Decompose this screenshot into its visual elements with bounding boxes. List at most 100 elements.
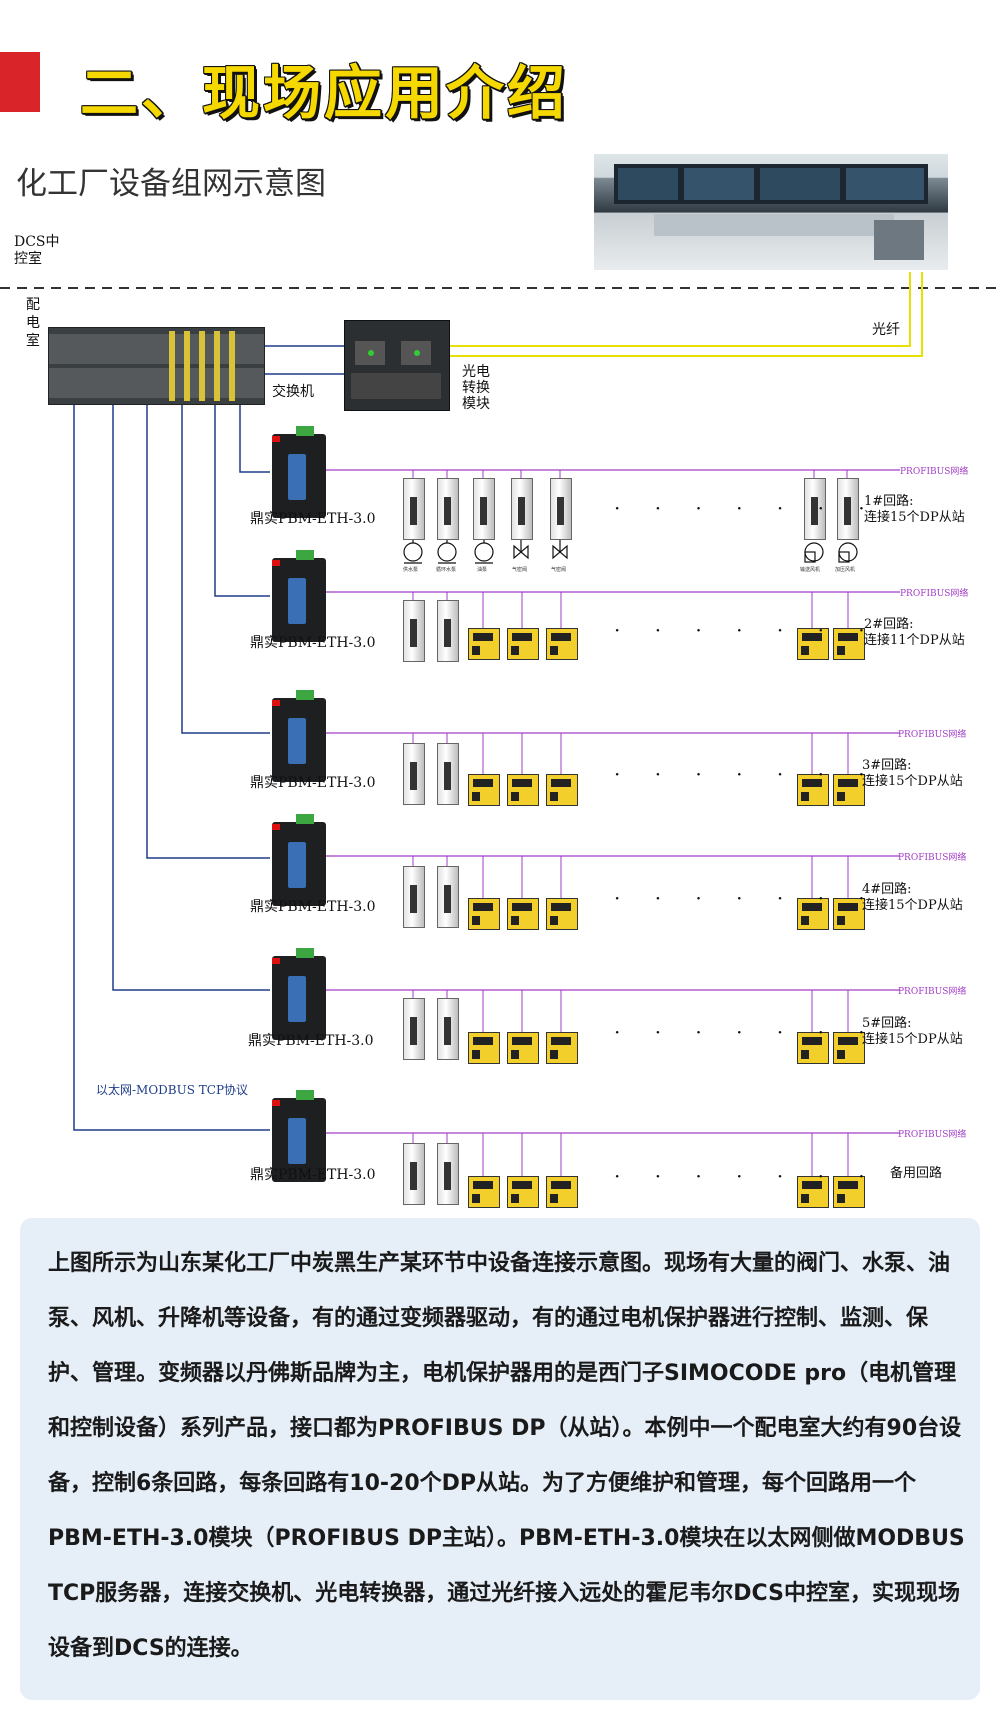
control-room-illustration [614, 164, 928, 260]
device-label: 输送风机 [800, 567, 821, 573]
motor-protector [797, 774, 829, 806]
profibus-label: PROFIBUS网络 [898, 853, 967, 863]
vfd-drive [437, 1143, 459, 1205]
page-title: 二、现场应用介绍 [80, 59, 569, 127]
loop-label: 2#回路: 连接11个DP从站 [864, 617, 965, 648]
motor-protector [468, 628, 500, 660]
gateway-module [272, 948, 326, 1040]
vfd-drive [437, 866, 459, 928]
motor-protector [833, 1032, 865, 1064]
loop-label: 4#回路: 连接15个DP从站 [862, 882, 963, 913]
motor-protector [507, 1176, 539, 1208]
device-label: 循环水泵 [436, 567, 457, 573]
vfd-drive [403, 478, 425, 540]
eth-line-6 [73, 403, 270, 1131]
loop-label: 备用回路 [890, 1166, 943, 1181]
vfd-drive [437, 600, 459, 662]
motor-protector [507, 1032, 539, 1064]
eth-line-4 [146, 403, 270, 859]
profibus-label: PROFIBUS网络 [898, 1130, 967, 1140]
profibus-label: PROFIBUS网络 [898, 987, 967, 997]
device-label: 气密阀 [551, 567, 567, 573]
ellipsis: · · · · · · · [614, 618, 879, 642]
profibus-buses [324, 469, 900, 1134]
loop-label: 1#回路: 连接15个DP从站 [864, 494, 965, 525]
vfd-drive [403, 866, 425, 928]
gateway-label: 鼎实PBM-ETH-3.0 [248, 1033, 374, 1049]
vfd-drive [403, 600, 425, 662]
loop1-field-device-symbols [403, 540, 858, 564]
fiber-label: 光纤 [872, 322, 900, 338]
vfd-drive [403, 998, 425, 1060]
ellipsis: · · · · · · · [614, 886, 879, 910]
description-text: 上图所示为山东某化工厂中炭黑生产某环节中设备连接示意图。现场有大量的阀门、水泵、… [48, 1251, 965, 1661]
motor-protector [833, 774, 865, 806]
loop-label: 3#回路: 连接15个DP从站 [862, 758, 963, 789]
gateway-module [272, 814, 326, 906]
gateway-module [272, 690, 326, 782]
cable-bundle [199, 331, 205, 401]
profibus-label: PROFIBUS网络 [900, 467, 969, 477]
heading-accent-bar [0, 52, 40, 112]
vfd-drive [511, 478, 533, 540]
motor-protector [797, 1032, 829, 1064]
cable-bundle [169, 331, 175, 401]
profibus-label: PROFIBUS网络 [900, 589, 969, 599]
eth-line-1 [239, 403, 270, 473]
optical-module-label: 光电 转换 模块 [462, 364, 490, 412]
cable-bundle [184, 331, 190, 401]
switch-unit-top [49, 334, 264, 364]
ellipsis: · · · · · · · [614, 1164, 879, 1188]
motor-protector [546, 628, 578, 660]
motor-protector [546, 774, 578, 806]
eth-line-3 [181, 403, 270, 734]
motor-protector [468, 898, 500, 930]
fiber-line-2 [449, 272, 923, 357]
vfd-drive [403, 1143, 425, 1205]
control-room-label: DCS中 控室 [14, 234, 60, 267]
motor-protector [468, 1176, 500, 1208]
motor-protector [507, 774, 539, 806]
distribution-room-label: 配 电 室 [26, 297, 40, 349]
motor-protector [546, 898, 578, 930]
cable-bundle [214, 331, 220, 401]
motor-protector [507, 628, 539, 660]
vfd-drive [437, 743, 459, 805]
motor-protector [833, 628, 865, 660]
profibus-label: PROFIBUS网络 [898, 730, 967, 740]
vfd-drive [437, 478, 459, 540]
motor-protector [797, 898, 829, 930]
network-switch-cabinet [48, 327, 265, 405]
gateway-label: 鼎实PBM-ETH-3.0 [250, 1167, 376, 1183]
device-label: 供水泵 [403, 567, 419, 573]
gateway-label: 鼎实PBM-ETH-3.0 [250, 899, 376, 915]
vfd-drive [837, 478, 859, 540]
eth-line-2 [214, 403, 270, 597]
cable-bundle [229, 331, 235, 401]
device-label: 气密阀 [512, 567, 528, 573]
motor-protector [507, 898, 539, 930]
description-panel [20, 1218, 980, 1700]
vfd-drive [804, 478, 826, 540]
motor-protector [546, 1032, 578, 1064]
ellipsis: · · · · · · · [614, 762, 879, 786]
motor-protector [833, 898, 865, 930]
gateway-module [272, 1090, 326, 1182]
gateway-module [272, 550, 326, 642]
switch-unit-bottom [49, 368, 264, 398]
motor-protector [833, 1176, 865, 1208]
motor-protector [468, 1032, 500, 1064]
eth-line-5 [112, 403, 270, 991]
gateway-module [272, 426, 326, 518]
switch-label: 交换机 [272, 384, 314, 400]
motor-protector [546, 1176, 578, 1208]
optical-converter-illustration [351, 341, 441, 399]
motor-protector [797, 1176, 829, 1208]
ethernet-protocol-label: 以太网-MODBUS TCP协议 [96, 1083, 249, 1097]
loop-label: 5#回路: 连接15个DP从站 [862, 1016, 963, 1047]
optical-converter-photo [344, 320, 450, 411]
vfd-drive [403, 743, 425, 805]
ellipsis: · · · · · · · [614, 496, 879, 520]
dcs-control-room-photo [594, 154, 948, 270]
diagram-title: 化工厂设备组网示意图 [16, 166, 326, 202]
